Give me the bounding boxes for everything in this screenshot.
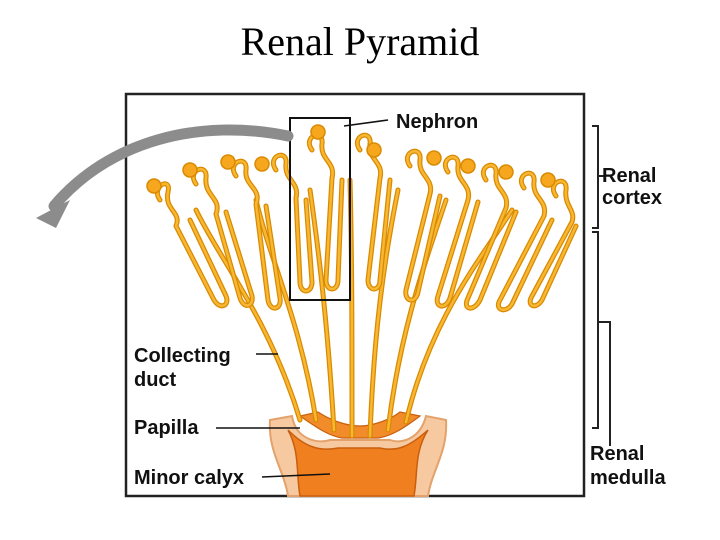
magnify-arrow	[48, 124, 294, 212]
nephron-highlight-box	[289, 117, 351, 301]
region-brackets	[592, 125, 611, 446]
label-renal-cortex-line2: cortex	[602, 187, 662, 209]
magnify-arrow-head	[36, 200, 70, 228]
label-collecting-duct-line1: Collecting	[134, 345, 231, 367]
minor-calyx-inner	[287, 429, 429, 497]
label-nephron: Nephron	[396, 111, 478, 133]
label-papilla: Papilla	[134, 417, 199, 439]
glomeruli	[146, 124, 556, 194]
label-renal-medulla-line1: Renal	[590, 443, 644, 465]
collecting-ducts-core	[194, 178, 514, 438]
nephron-loops-core	[156, 133, 578, 312]
label-minor-calyx: Minor calyx	[134, 467, 244, 489]
slide-title: Renal Pyramid	[240, 19, 480, 64]
label-renal-cortex-line1: Renal	[602, 165, 656, 187]
leader-lines	[216, 119, 389, 478]
label-collecting-duct-line2: duct	[134, 369, 177, 391]
label-renal-medulla-line2: medulla	[590, 467, 666, 489]
